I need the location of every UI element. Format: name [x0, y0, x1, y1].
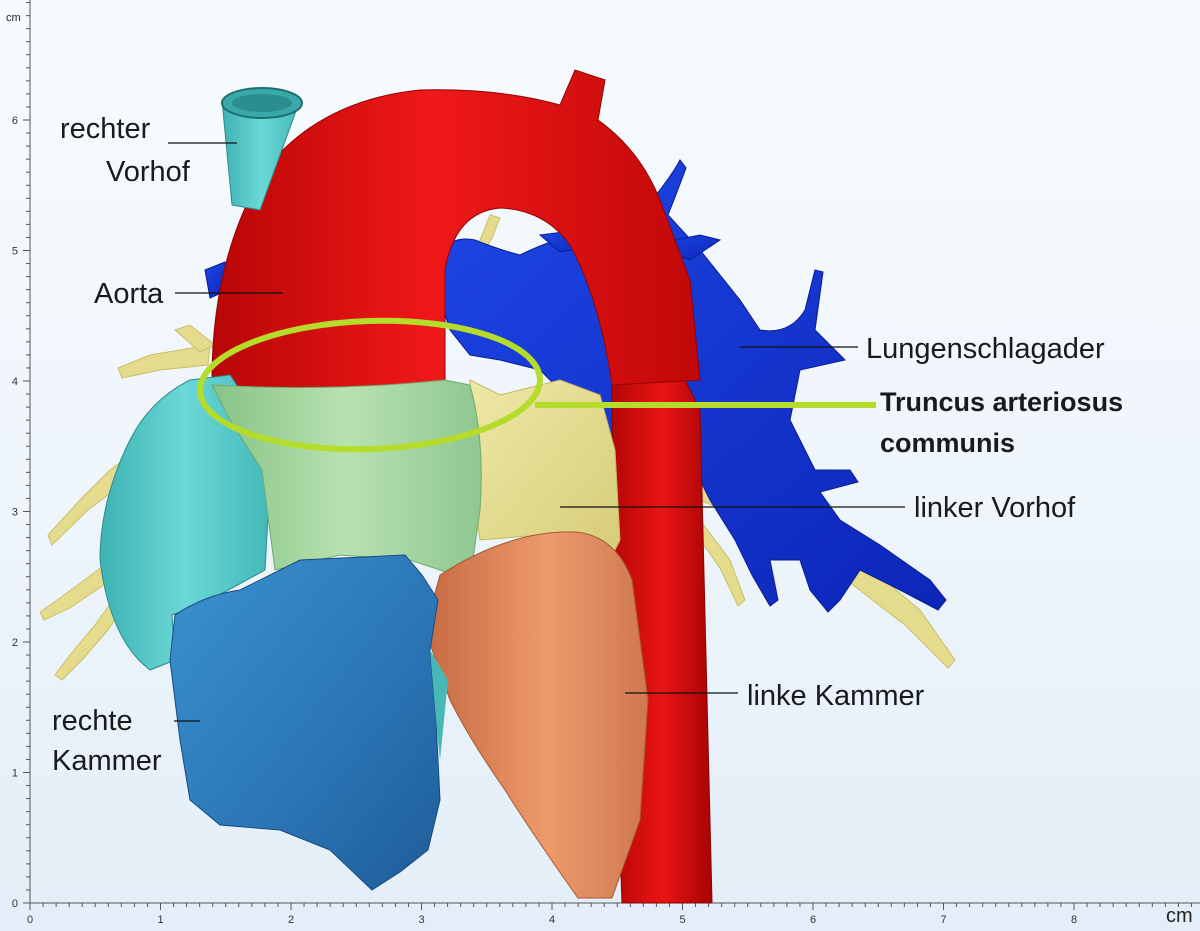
x-tick-label: 5	[679, 914, 685, 926]
y-tick-label: 1	[12, 768, 18, 780]
label-right-ventricle-line2: Kammer	[52, 745, 162, 777]
label-pulmonary-artery: Lungenschlagader	[866, 333, 1105, 365]
x-axis-unit: cm	[1166, 905, 1193, 927]
axis-frame: 0 1 2 3 4 5 6 7 8 0 1 2 3 4 5 6	[12, 0, 1200, 926]
x-tick-label: 8	[1071, 914, 1077, 926]
y-axis-ticks: 0 1 2 3 4 5 6	[12, 2, 30, 910]
truncus-highlight-ring	[197, 317, 543, 453]
x-tick-label: 6	[810, 914, 816, 926]
x-tick-label: 7	[940, 914, 946, 926]
septum-sliver	[430, 650, 448, 760]
x-tick-label: 0	[27, 914, 33, 926]
y-axis-unit: cm	[6, 12, 21, 24]
label-right-atrium-line1: rechter	[60, 113, 151, 145]
label-right-atrium-line2: Vorhof	[106, 156, 190, 188]
label-right-ventricle-line1: rechte	[52, 705, 133, 737]
label-aorta: Aorta	[94, 278, 164, 310]
label-truncus-line2: communis	[880, 428, 1016, 458]
leader-lines	[168, 142, 905, 722]
y-tick-label: 5	[12, 246, 18, 258]
x-tick-label: 3	[418, 914, 424, 926]
x-tick-label: 4	[549, 914, 555, 926]
y-tick-label: 0	[12, 898, 18, 910]
x-tick-label: 2	[288, 914, 294, 926]
label-left-ventricle: linke Kammer	[747, 680, 925, 712]
superior-vena-cava	[221, 87, 303, 211]
x-tick-label: 1	[157, 914, 163, 926]
label-truncus-line1: Truncus arteriosus	[880, 387, 1124, 417]
y-tick-label: 3	[12, 507, 18, 519]
label-left-atrium: linker Vorhof	[914, 492, 1076, 524]
truncus-arteriosus	[211, 379, 482, 581]
y-tick-label: 4	[12, 376, 18, 388]
right-ventricle	[169, 554, 441, 891]
y-tick-label: 6	[12, 115, 18, 127]
y-tick-label: 2	[12, 637, 18, 649]
x-axis-ticks: 0 1 2 3 4 5 6 7 8	[27, 903, 1192, 926]
left-ventricle	[424, 531, 649, 899]
